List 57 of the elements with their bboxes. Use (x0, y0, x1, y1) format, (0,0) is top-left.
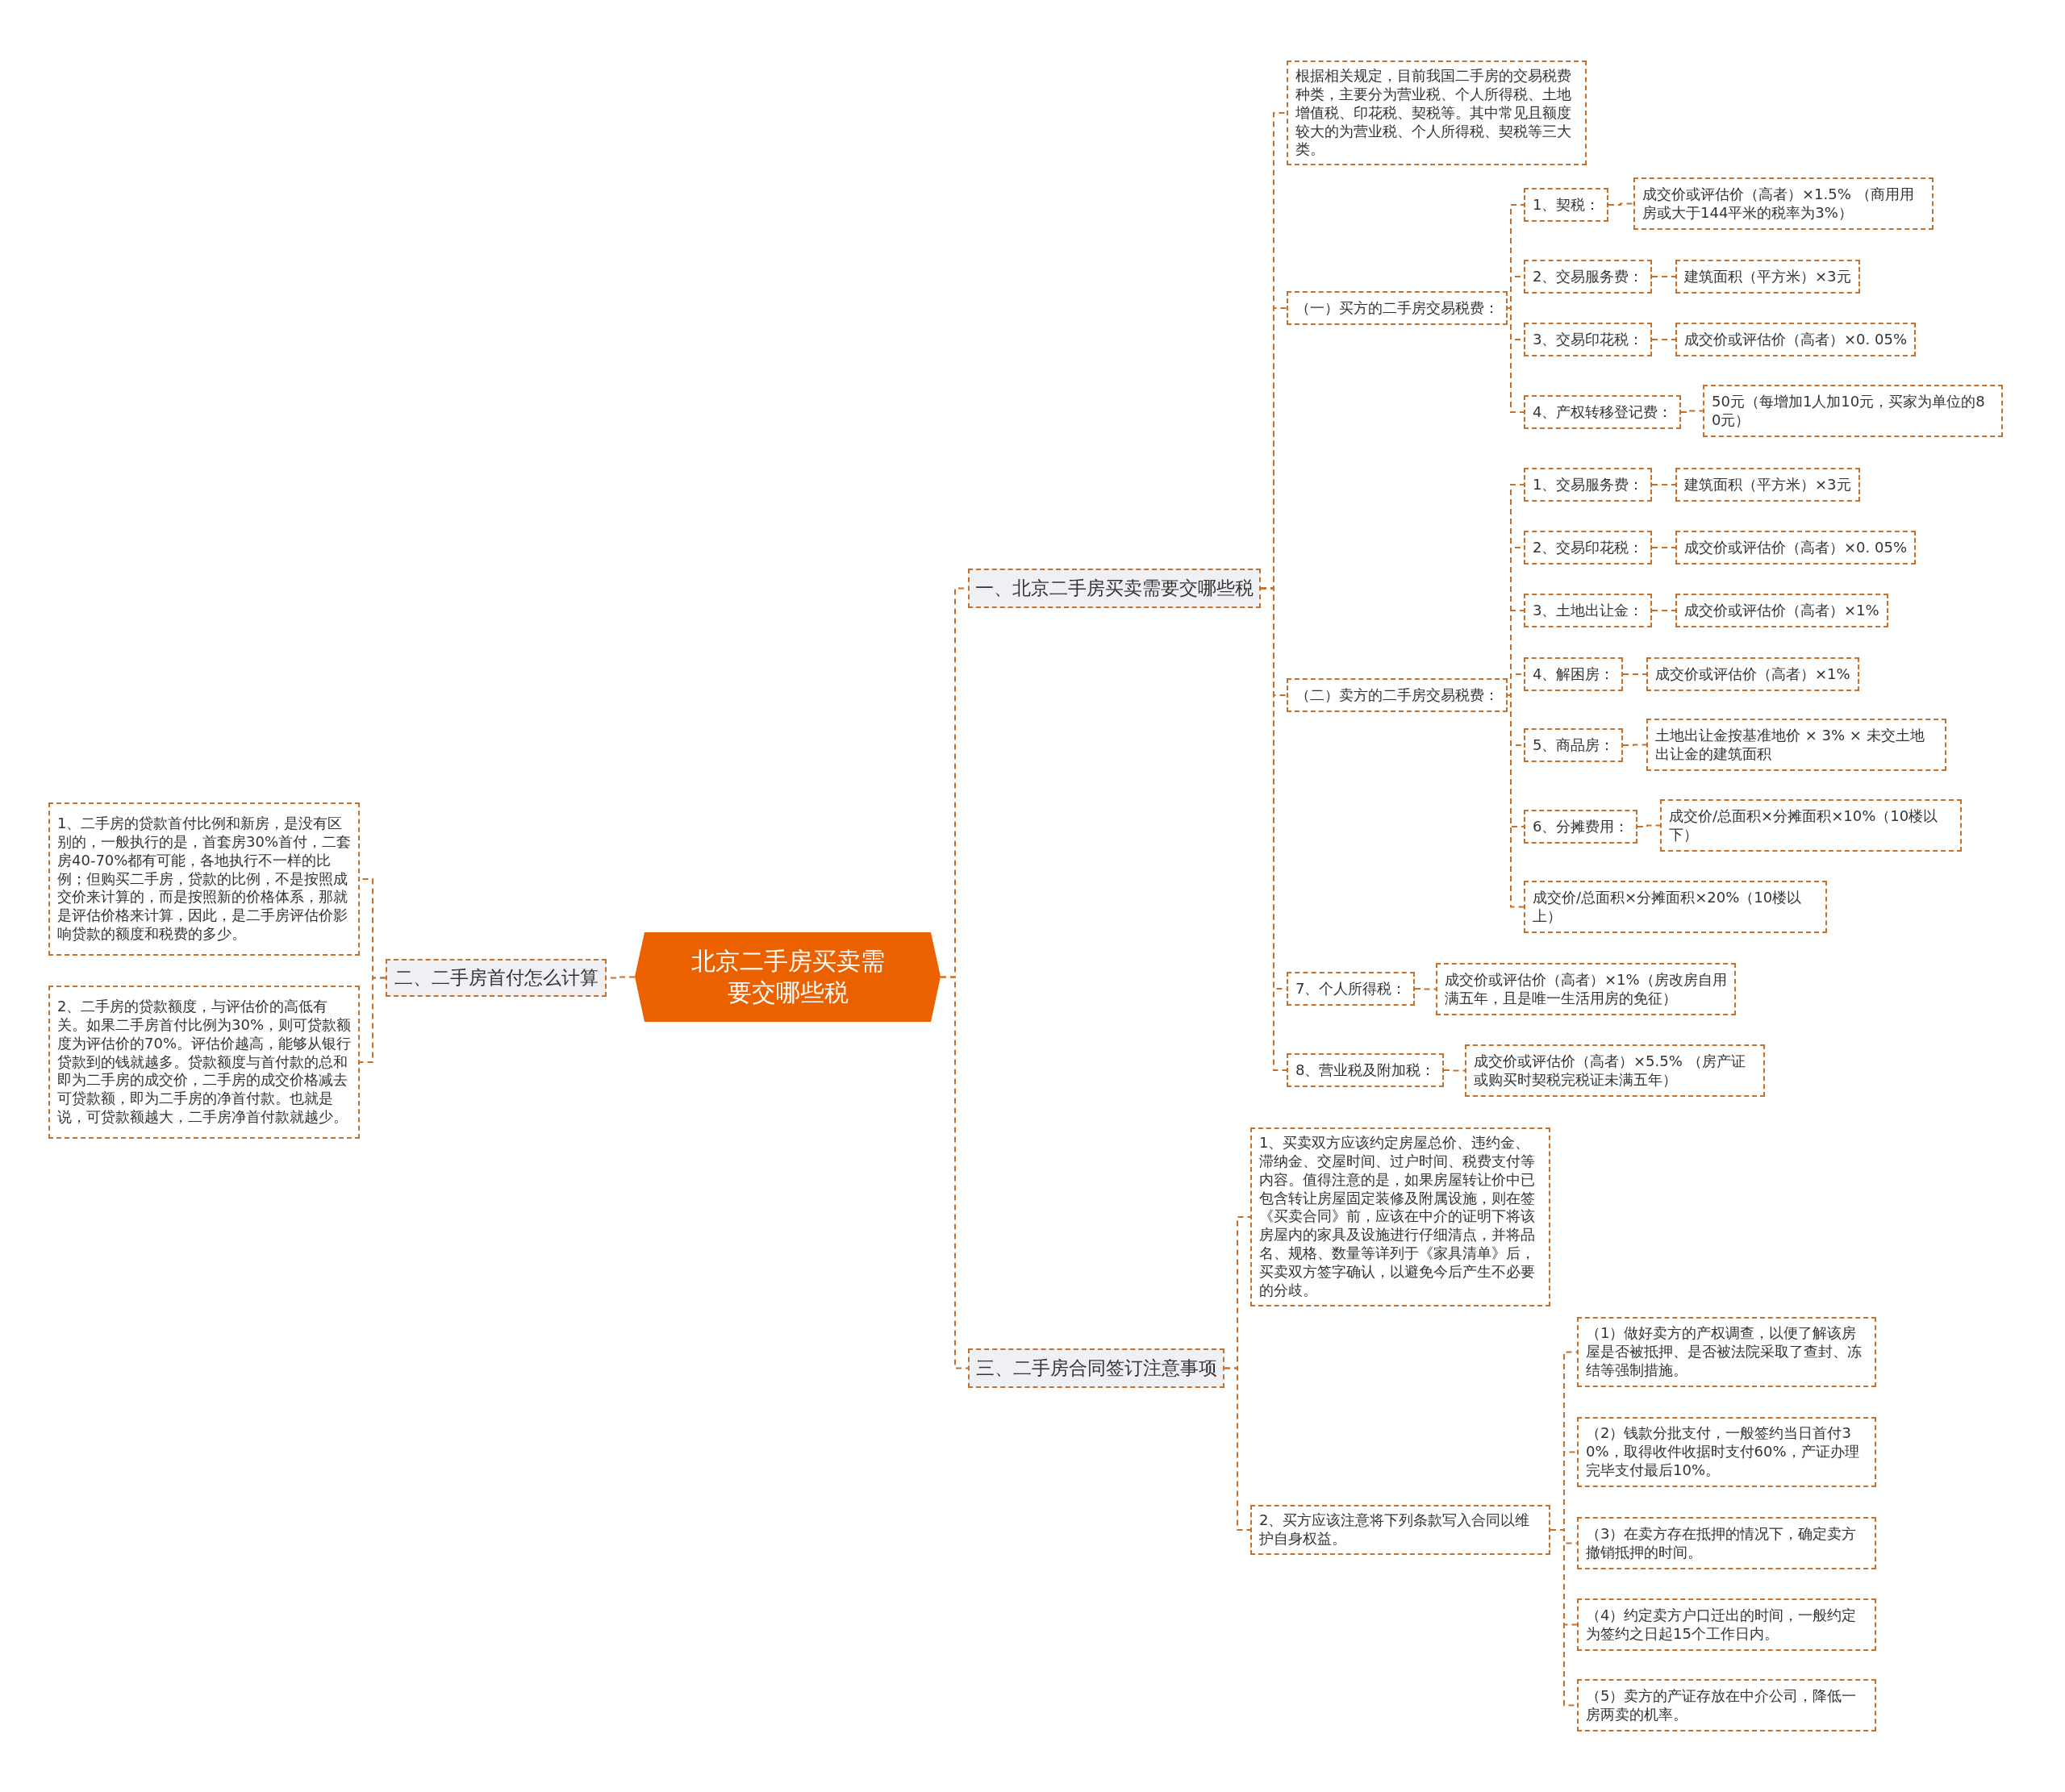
connector (359, 977, 386, 1063)
connector (1260, 587, 1287, 1071)
connector (1651, 276, 1676, 277)
text-box: 根据相关规定，目前我国二手房的交易税费种类，主要分为营业税、个人所得税、土地增值税、印花税、契税等。其中常见且额度较大的为营业税、个人所得税、契税等三大类。 (1287, 60, 1587, 166)
text-box: 成交价或评估价（高者）×1% (1675, 594, 1888, 627)
text-box: 2、交易印花税： (1524, 531, 1653, 565)
text-box: 4、解困房： (1524, 657, 1624, 691)
text-box: 1、交易服务费： (1524, 468, 1653, 502)
hexagon-topic: 北京二手房买卖需要交哪些税 (635, 932, 941, 1022)
connector (1680, 410, 1704, 413)
connector (1414, 988, 1437, 990)
connector (1651, 547, 1676, 548)
text-box: （2）钱款分批支付，一般签约当日首付30%，取得收件收据时支付60%，产证办理完毕支付最后10%。 (1577, 1417, 1876, 1487)
branch-topic: 一、北京二手房买卖需要交哪些税 (968, 569, 1261, 608)
text-box: 2、二手房的贷款额度，与评估价的高低有关。如果二手房首付比例为30%，则可贷款额度为评估价的70%。评估价越高，能够从银行贷款到的钱就越多。贷款额度与首付款的总和即为二手房的成交价，二手房的成交价格减去可贷款额，即为二手房的净首付款。也就是说，可贷款额越大，二手房净首付款就越少。 (48, 986, 360, 1139)
text-box: 成交价或评估价（高者）×1%（房改房自用满五年，且是唯一生活用房的免征） (1436, 963, 1736, 1015)
text-box: 土地出让金按基准地价 × 3% × 未交土地出让金的建筑面积 (1646, 719, 1946, 771)
text-box: （二）卖方的二手房交易税费： (1287, 678, 1508, 712)
text-box: 3、交易印花税： (1524, 323, 1653, 356)
text-box: 成交价或评估价（高者）×1% (1646, 657, 1859, 691)
text-box: （1）做好卖方的产权调查，以便了解该房屋是否被抵押、是否被法院采取了查封、冻结等强制措施。 (1577, 1317, 1876, 1387)
text-box: 6、分摊费用： (1524, 810, 1638, 844)
text-box: 1、契税： (1524, 188, 1609, 222)
connector (1224, 1367, 1251, 1531)
text-box: 成交价或评估价（高者）×0. 05% (1675, 531, 1916, 565)
connector (1637, 824, 1661, 827)
connector (940, 976, 969, 1369)
text-box: 4、产权转移登记费： (1524, 395, 1682, 429)
text-box: （3）在卖方存在抵押的情况下，确定卖方撤销抵押的时间。 (1577, 1517, 1876, 1569)
text-box: 建筑面积（平方米）×3元 (1675, 260, 1860, 294)
text-box: 1、二手房的贷款首付比例和新房，是没有区别的，一般执行的是，首套房30%首付，二套房40-70%都有可能，各地执行不一样的比例；但购买二手房，贷款的比例，不是按照成交价来计算的，而是按照新的价格体系，那就是评估价格来计算，因此，是二手房评估价影响贷款的额度和税费的多少。 (48, 802, 360, 956)
connector (1622, 744, 1647, 746)
text-box: 1、买卖双方应该约定房屋总价、违约金、滞纳金、交屋时间、过户时间、税费支付等内容。值得注意的是，如果房屋转让价中已包含转让房屋固定装修及附属设施，则在签《买卖合同》前，应该在中介的证明下将该房屋内的家具及设施进行仔细清点，并将品名、规格、数量等详列于《家具清单》后，买卖双方签字确认，以避免今后产生不必要的分歧。 (1250, 1127, 1550, 1306)
connector (1443, 1069, 1466, 1072)
text-box: （一）买方的二手房交易税费： (1287, 291, 1508, 325)
branch-topic: 二、二手房首付怎么计算 (386, 959, 607, 997)
text-box: 50元（每增加1人加10元，买家为单位的80元） (1703, 385, 2003, 437)
connector (1622, 673, 1647, 675)
text-box: 5、商品房： (1524, 728, 1624, 762)
text-box: 成交价或评估价（高者）×0. 05% (1675, 323, 1916, 356)
text-box: 成交价/总面积×分摊面积×20%（10楼以上） (1524, 881, 1827, 933)
text-box: （4）约定卖方户口迁出的时间，一般约定为签约之日起15个工作日内。 (1577, 1598, 1876, 1651)
text-box: 成交价或评估价（高者）×5.5% （房产证或购买时契税完税证未满五年） (1465, 1044, 1765, 1097)
text-box: （5）卖方的产证存放在中介公司，降低一房两卖的机率。 (1577, 1679, 1876, 1732)
text-box: 8、营业税及附加税： (1287, 1053, 1445, 1087)
text-box: 3、土地出让金： (1524, 594, 1653, 627)
text-box: 成交价或评估价（高者）×1.5% （商用用房或大于144平米的税率为3%） (1633, 177, 1934, 230)
connector (1608, 202, 1634, 206)
connector (1651, 339, 1676, 340)
text-box: 2、买方应该注意将下列条款写入合同以维护自身权益。 (1250, 1505, 1550, 1555)
text-box: 成交价/总面积×分摊面积×10%（10楼以下） (1660, 799, 1962, 852)
text-box: 7、个人所得税： (1287, 972, 1416, 1006)
branch-topic: 三、二手房合同签订注意事项 (968, 1348, 1224, 1388)
connector (1651, 484, 1676, 486)
text-box: 2、交易服务费： (1524, 260, 1653, 294)
text-box: 建筑面积（平方米）×3元 (1675, 468, 1860, 502)
connector (1651, 610, 1676, 611)
